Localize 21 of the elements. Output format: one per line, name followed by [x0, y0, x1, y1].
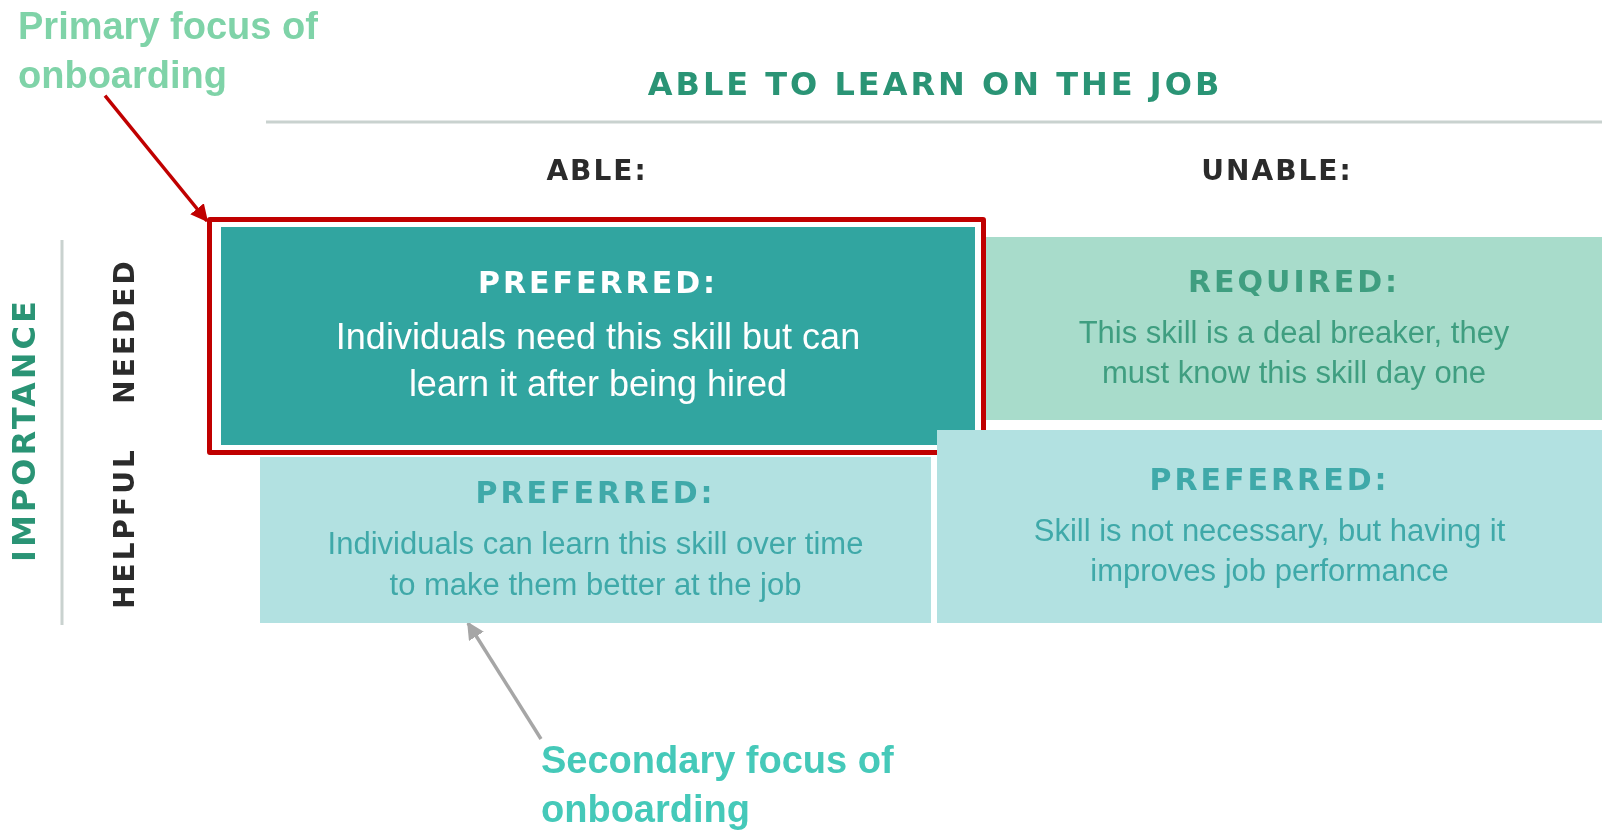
column-header: UNABLE:	[1201, 153, 1353, 187]
arrow	[103, 94, 209, 223]
axis-title: IMPORTANCE	[5, 298, 43, 562]
quadrant-card	[986, 237, 1602, 420]
callout-text: Secondary focus of onboarding	[541, 738, 895, 832]
quadrant-card	[260, 457, 931, 623]
quadrant-description: Individuals need this skill but can learn it after being hired	[334, 314, 862, 406]
quadrant-title: PREFERRED:	[477, 264, 719, 300]
quadrant-description: Individuals can learn this skill over time to make them better at the job	[326, 525, 865, 604]
quadrant-description: This skill is a deal breaker, they must know this skill day one	[1077, 313, 1511, 392]
arrow	[466, 621, 543, 740]
callout-text: Primary focus of onboarding	[18, 4, 319, 98]
row-header: NEEDED	[107, 258, 141, 404]
quadrant-title: REQUIRED:	[1187, 263, 1401, 299]
quadrant-card	[937, 430, 1602, 623]
quadrant-description: Skill is not necessary, but having it improves job performance	[1032, 511, 1507, 590]
quadrant-title: PREFERRED:	[475, 475, 716, 511]
row-header: HELPFUL	[107, 447, 141, 609]
axis-title: ABLE TO LEARN ON THE JOB	[647, 65, 1223, 103]
column-header: ABLE:	[546, 153, 648, 187]
quadrant-title: PREFERRED:	[1149, 461, 1390, 497]
